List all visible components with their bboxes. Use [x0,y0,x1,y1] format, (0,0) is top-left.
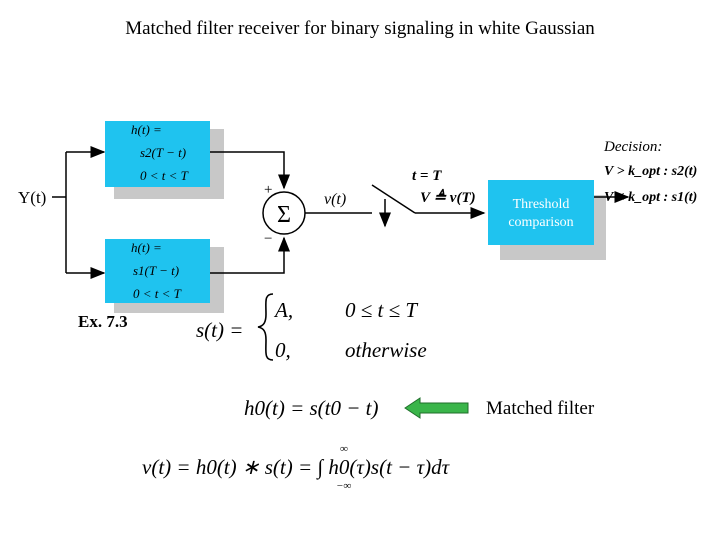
sum-output-label: v(t) [324,191,346,208]
matched-filter-equation: h0(t) = s(t0 − t) [244,396,379,420]
matched-filter-label: Matched filter [486,398,595,419]
case2-condition: otherwise [345,338,427,362]
integral-lower-limit: −∞ [336,480,352,492]
case2-value: 0, [275,338,291,362]
case1-value: A, [275,298,294,322]
brace-icon [257,293,274,361]
sampling-switch [371,184,416,214]
integral-upper-limit: ∞ [340,443,348,455]
threshold-label-2: comparison [508,215,573,230]
decision-title: Decision: [603,139,662,155]
bottom-filter-output [210,236,290,274]
filter-top-box [105,121,210,187]
decision-rule-1: V > k_opt : s2(t) [604,164,697,179]
filter-bottom-line1: h(t) = [131,240,162,255]
filter-bottom-line2: s1(T − t) [133,263,179,278]
example-label: Ex. 7.3 [78,312,128,331]
threshold-box [488,180,594,245]
summer-sigma: Σ [277,202,291,228]
filter-top-line3: 0 < t < T [140,168,189,183]
top-filter-output [210,151,290,190]
filter-bottom-box [105,239,210,303]
threshold-label-1: Threshold [513,197,570,212]
matched-filter-arrow-icon [404,397,469,419]
signal-lhs: s(t) = [196,318,244,342]
page-title: Matched filter receiver for binary signa… [125,18,595,39]
switch-time-label: t = T [412,168,442,184]
plus-sign: + [264,182,272,198]
input-label: Y(t) [18,188,46,207]
convolution-equation: v(t) = h0(t) ∗ s(t) = ∫ h0(τ)s(t − τ)dτ [142,455,450,479]
decision-rule-2: V < k_opt : s1(t) [604,190,697,205]
filter-bottom-line3: 0 < t < T [133,286,182,301]
sample-value-label: V ≜ v(T) [420,188,476,206]
case1-condition: 0 ≤ t ≤ T [345,298,418,322]
minus-sign: − [264,231,272,247]
filter-top-line1: h(t) = [131,122,162,137]
filter-top-line2: s2(T − t) [140,145,186,160]
